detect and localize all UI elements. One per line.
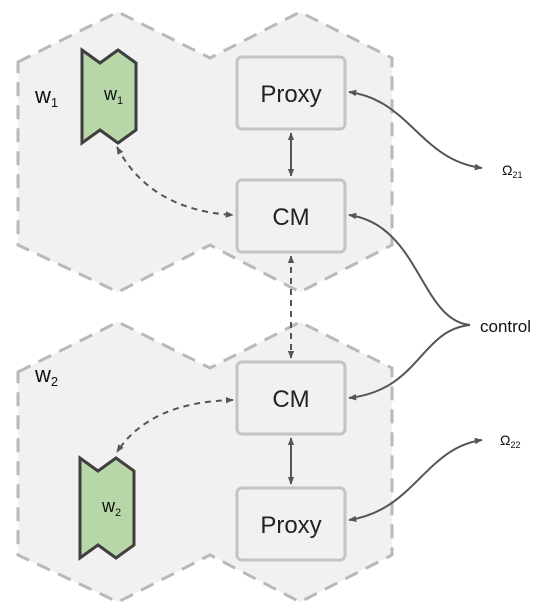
proxy1-label: Proxy <box>260 81 321 108</box>
proxy2-label: Proxy <box>260 512 321 539</box>
cm2-label: CM <box>272 386 309 413</box>
proxy2-omega22-arrow <box>348 437 483 523</box>
agent-w2-shape <box>78 455 136 561</box>
proxy1-box: Proxy <box>235 55 347 131</box>
cm2-box: CM <box>235 360 347 436</box>
agent-w1-label: w1 <box>103 84 123 107</box>
agent-w1-cm1-arrow <box>116 146 234 218</box>
omega21-label: Ω21 <box>502 162 522 180</box>
omega22-label: Ω22 <box>500 432 520 450</box>
cm1-box: CM <box>235 178 347 254</box>
proxy1-omega21-arrow <box>348 89 483 171</box>
agent-w1-shape <box>80 47 138 146</box>
world2-region-label: w2 <box>34 362 58 389</box>
cm1-label: CM <box>272 204 309 231</box>
control-label: control <box>480 317 531 336</box>
control-cm1-arrow <box>348 212 471 326</box>
world1-region-label: w1 <box>34 83 58 110</box>
control-cm2-arrow <box>348 324 471 401</box>
proxy2-box: Proxy <box>235 486 347 562</box>
agent-w2-label: w2 <box>101 496 121 519</box>
